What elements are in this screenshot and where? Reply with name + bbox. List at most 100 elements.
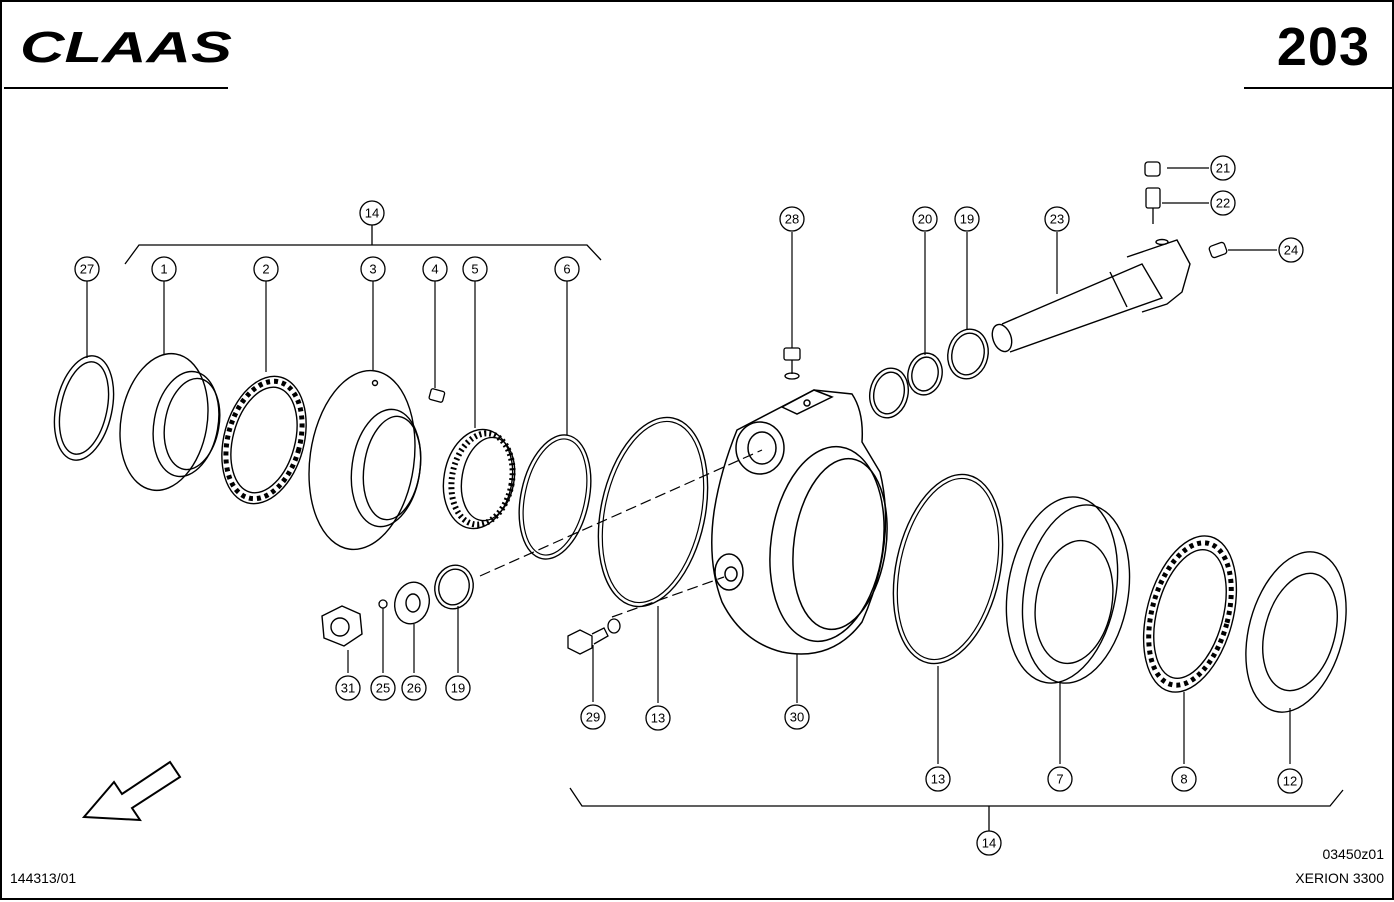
callout-21: 21 — [1210, 155, 1236, 181]
group-bracket-bottom — [569, 787, 1344, 807]
callout-label: 24 — [1284, 243, 1298, 258]
callout-circle — [422, 256, 448, 282]
callout-label: 14 — [982, 836, 996, 851]
callout-label: 7 — [1056, 772, 1063, 787]
callout-label: 14 — [365, 206, 379, 221]
part-19-ring-upper — [947, 328, 989, 380]
callout-7: 7 — [1047, 766, 1073, 792]
part-3-bearing-housing — [308, 369, 422, 551]
callout-label: 28 — [785, 212, 799, 227]
callout-label: 13 — [651, 711, 665, 726]
callout-14: 14 — [359, 200, 385, 226]
part-27-seal-ring — [53, 355, 115, 461]
callout-label: 26 — [407, 681, 421, 696]
callout-circle — [1044, 206, 1070, 232]
callout-26: 26 — [401, 675, 427, 701]
callout-label: 27 — [80, 262, 94, 277]
callout-circle — [645, 705, 671, 731]
callout-label: 25 — [376, 681, 390, 696]
callout-12: 12 — [1277, 768, 1303, 794]
part-28-screw — [783, 347, 801, 380]
brand-logo-text: CLAAS — [20, 24, 232, 70]
callout-25: 25 — [370, 675, 396, 701]
callout-circle — [784, 704, 810, 730]
part-1-bearing-cup — [119, 352, 221, 492]
callout-label: 19 — [451, 681, 465, 696]
callout-circle — [976, 830, 1002, 856]
callout-13: 13 — [645, 705, 671, 731]
callout-circle — [74, 256, 100, 282]
callout-circle — [401, 675, 427, 701]
callout-label: 21 — [1216, 161, 1230, 176]
callout-label: 6 — [563, 262, 570, 277]
model-name: XERION 3300 — [1295, 870, 1384, 886]
callout-circle — [360, 256, 386, 282]
callout-circle — [954, 206, 980, 232]
callout-6: 6 — [554, 256, 580, 282]
callout-30: 30 — [784, 704, 810, 730]
callout-2: 2 — [253, 256, 279, 282]
callout-circle — [253, 256, 279, 282]
part-24-plug — [1208, 241, 1228, 259]
callout-29: 29 — [580, 704, 606, 730]
callout-label: 5 — [471, 262, 478, 277]
callout-5: 5 — [462, 256, 488, 282]
part-29-screw — [567, 618, 621, 655]
callout-circle — [335, 675, 361, 701]
callout-circle — [925, 766, 951, 792]
callout-circle — [1171, 766, 1197, 792]
callout-circle — [1210, 190, 1236, 216]
part-6-o-ring — [518, 434, 592, 560]
callout-19: 19 — [954, 206, 980, 232]
callout-13: 13 — [925, 766, 951, 792]
callout-4: 4 — [422, 256, 448, 282]
callout-circle — [1210, 155, 1236, 181]
part-4-pin — [428, 388, 446, 403]
callout-label: 13 — [931, 772, 945, 787]
callout-label: 20 — [918, 212, 932, 227]
callout-circle — [462, 256, 488, 282]
callout-circle — [359, 200, 385, 226]
callout-label: 3 — [369, 262, 376, 277]
part-26-washer — [394, 581, 430, 625]
callout-circle — [1278, 237, 1304, 263]
callout-1: 1 — [151, 256, 177, 282]
callout-circle — [554, 256, 580, 282]
part-19-ring-lower — [434, 564, 474, 610]
direction-arrow-icon — [81, 760, 182, 822]
callout-label: 31 — [341, 681, 355, 696]
callout-label: 23 — [1050, 212, 1064, 227]
part-23-shaft — [991, 238, 1191, 353]
callout-23: 23 — [1044, 206, 1070, 232]
part-13-o-ring-b — [892, 473, 1004, 665]
callout-19: 19 — [445, 675, 471, 701]
part-7-bearing-cup — [1005, 496, 1131, 684]
callout-label: 8 — [1180, 772, 1187, 787]
callout-circle — [1277, 768, 1303, 794]
callout-label: 19 — [960, 212, 974, 227]
callout-31: 31 — [335, 675, 361, 701]
callout-label: 22 — [1216, 196, 1230, 211]
callout-circle — [151, 256, 177, 282]
callout-20: 20 — [912, 206, 938, 232]
claas-logo: CLAAS — [20, 24, 232, 70]
callout-circle — [580, 704, 606, 730]
part-30-main-housing — [711, 389, 888, 655]
part-22-grease-nipple — [1145, 187, 1161, 224]
callout-label: 2 — [262, 262, 269, 277]
part-8-needle-cage — [1142, 535, 1238, 693]
part-13-o-ring-a — [597, 416, 709, 608]
callout-label: 1 — [160, 262, 167, 277]
callout-label: 30 — [790, 710, 804, 725]
part-2-needle-cage — [221, 375, 307, 505]
document-number: 144313/01 — [10, 870, 77, 886]
drawing-code: 03450z01 — [1322, 846, 1384, 862]
callout-8: 8 — [1171, 766, 1197, 792]
callout-circle — [1047, 766, 1073, 792]
callout-14: 14 — [976, 830, 1002, 856]
part-21-cap — [1144, 161, 1161, 177]
part-12-thrust-washer — [1245, 551, 1347, 713]
callout-circle — [912, 206, 938, 232]
